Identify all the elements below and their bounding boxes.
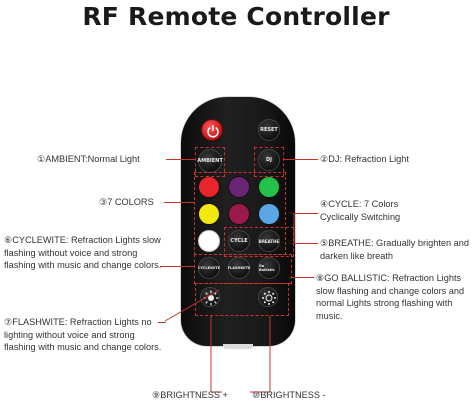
dj-highlight-box: [254, 147, 284, 177]
flashwite-label: ⑦FLASHWITE: Refraction Lights no lightin…: [4, 317, 162, 353]
cycle-button[interactable]: CYCLE: [228, 230, 250, 252]
dj-connector: [284, 159, 318, 160]
flashwite-connector: [158, 322, 166, 323]
color-button-magenta[interactable]: [228, 203, 250, 225]
goballistic-label: ⑧GO BALLISTIC: Refraction Lights slow fl…: [316, 273, 465, 321]
mode-buttons-highlight-box: [194, 254, 292, 284]
cycle-label: ④CYCLE: 7 Colors Cyclically Switching: [320, 199, 401, 222]
ambient-highlight-box: [195, 147, 225, 177]
ambient-label: ①AMBIENT:Normal Light: [37, 154, 140, 164]
color-button-blue[interactable]: [258, 203, 280, 225]
cyclewite-connector: [160, 266, 194, 267]
brightness-down-label: ⑩BRIGHTNESS -: [252, 390, 326, 400]
power-icon: [207, 125, 219, 138]
color-button-yellow[interactable]: [198, 203, 220, 225]
colors-connector: [164, 202, 194, 203]
ambient-connector: [166, 159, 195, 160]
remote-bottom-tab: [223, 344, 253, 349]
breathe-label: ⑤BREATHE: Gradually brighten and darken …: [320, 238, 470, 261]
breathe-button[interactable]: BREATHE: [258, 230, 280, 252]
colors-label: ③7 COLORS: [99, 197, 154, 207]
color-button-purple[interactable]: [228, 176, 250, 198]
cycle-connector: [294, 213, 318, 214]
flashwite-button[interactable]: FLASHWITE: [228, 257, 250, 279]
power-button[interactable]: [201, 119, 223, 141]
dj-button[interactable]: DJ: [258, 149, 280, 171]
go-ballistic-button[interactable]: Go Ballistic: [258, 257, 280, 279]
cyclewite-button[interactable]: CYCLEWITE: [198, 257, 220, 279]
reset-button[interactable]: RESET: [258, 119, 280, 141]
goballistic-connector: [292, 277, 314, 278]
page-title: RF Remote Controller: [82, 2, 390, 31]
sun-dim-icon: [262, 291, 276, 305]
color-button-white[interactable]: [198, 230, 220, 252]
cycle-breathe-highlight-box: [224, 227, 294, 257]
brightness-up-label: ⑨BRIGHTNESS +: [152, 390, 228, 400]
brightness-down-button[interactable]: [258, 287, 278, 307]
brightness-highlight-box: [195, 283, 289, 316]
dj-label: ②DJ: Refraction Light: [320, 154, 409, 164]
ambient-button[interactable]: AMBIENT: [197, 149, 223, 173]
cyclewite-label: ⑥CYCLEWITE: Refraction Lights slow flash…: [4, 235, 162, 271]
breathe-connector: [294, 243, 318, 244]
